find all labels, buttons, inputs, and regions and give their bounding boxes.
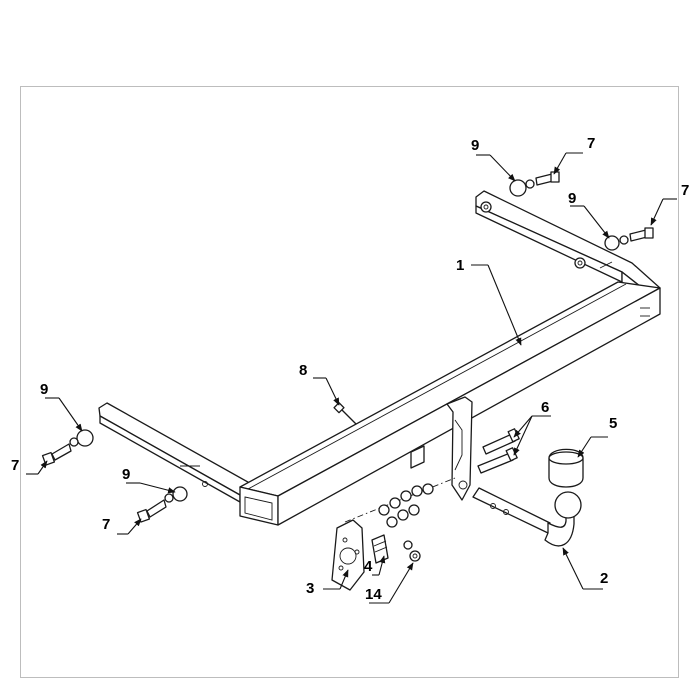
left-side-bracket	[98, 402, 256, 503]
callout-9-left-lower: 9	[122, 466, 130, 483]
callout-5: 5	[609, 415, 617, 432]
callout-7-top: 7	[587, 135, 595, 152]
socket-plate-3	[331, 519, 365, 591]
towball-neck-2	[472, 487, 582, 547]
callout-9-top: 9	[471, 137, 479, 154]
callout-3: 3	[306, 580, 314, 597]
diagram-frame	[20, 86, 679, 678]
nut-14	[409, 550, 421, 562]
callout-14: 14	[365, 586, 382, 603]
callout-2: 2	[600, 570, 608, 587]
callout-7-left-upper: 7	[11, 457, 19, 474]
fasteners-top-right	[509, 171, 654, 251]
nuts-and-washers	[378, 483, 434, 528]
callout-6: 6	[541, 399, 549, 416]
callout-8: 8	[299, 362, 307, 379]
callout-9-right: 9	[568, 190, 576, 207]
leader-lines	[26, 152, 677, 604]
callout-labels: 1 2 3 4 5 6 7 7 7 7 8 9 9 9 9 14	[11, 135, 689, 603]
bolt-8	[333, 402, 357, 425]
callout-7-left-lower: 7	[102, 516, 110, 533]
callout-4: 4	[364, 558, 373, 575]
bolts-6	[477, 428, 520, 474]
center-mounting-plate	[410, 396, 473, 501]
ball-cover-5	[548, 448, 584, 488]
callout-1: 1	[456, 257, 464, 274]
callout-7-right: 7	[681, 182, 689, 199]
spring-pin-4	[371, 534, 413, 564]
callout-9-left-upper: 9	[40, 381, 48, 398]
assembly-axis	[344, 477, 456, 523]
